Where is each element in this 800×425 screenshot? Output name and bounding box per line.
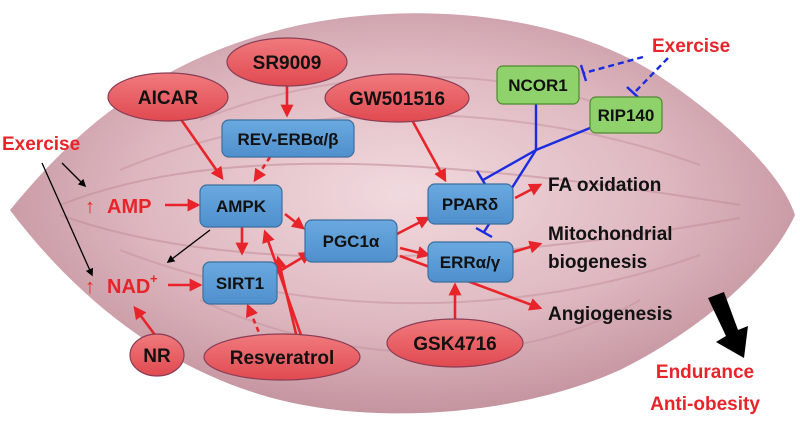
box-pgc1a: PGC1α: [304, 219, 398, 263]
drug-aicar: AICAR: [107, 72, 229, 122]
box-ppard-label: PPARδ: [442, 195, 498, 214]
inhibit-exercise-ncor1-bar: [579, 64, 588, 82]
arrow-ampk-nad: [166, 229, 211, 263]
box-sirt1-label: SIRT1: [216, 274, 264, 293]
outcome-angiogenesis: Angiogenesis: [548, 304, 673, 325]
arrow-reverb-ampk: [253, 156, 272, 183]
box-sirt1: SIRT1: [202, 261, 278, 305]
outcome-mito-line2: biogenesis: [548, 252, 647, 273]
nad-label: NAD: [107, 276, 150, 298]
drug-sr9009-label: SR9009: [253, 53, 322, 74]
arrow-exercise-nad: [41, 162, 94, 277]
inhibit-exercise-rip140: [634, 57, 669, 93]
box-rip140-label: RIP140: [598, 106, 655, 125]
drug-sr9009: SR9009: [226, 37, 348, 87]
arrow-ppard-fa: [514, 183, 543, 200]
box-erra: ERRα/γ: [427, 241, 514, 283]
outcome-endurance: Endurance: [656, 362, 754, 383]
box-rip140: RIP140: [589, 96, 663, 134]
arrow-nr-nad: [133, 305, 157, 336]
outcome-mito-line1: Mitochondrial: [548, 224, 673, 245]
drug-resveratrol-label: Resveratrol: [230, 348, 335, 369]
inhibit-erra-bar: [475, 226, 493, 239]
box-ampk: AMPK: [199, 184, 283, 228]
drug-gw501516: GW501516: [324, 73, 470, 123]
black-arrows: [41, 162, 211, 277]
drug-gsk4716: GSK4716: [386, 318, 524, 368]
arrow-exercise-amp: [61, 162, 87, 188]
box-rev-erb-label: REV-ERBα/β: [237, 130, 338, 149]
arrow-pgc1a-ppard: [394, 216, 431, 237]
box-pgc1a-label: PGC1α: [323, 232, 380, 251]
arrow-ampk-pgc1a: [284, 212, 306, 230]
arrow-resveratrol-sirt1: [245, 303, 264, 341]
nad-superscript: +: [150, 271, 158, 286]
drug-nr-label: NR: [143, 346, 171, 367]
drug-gsk4716-label: GSK4716: [413, 334, 496, 355]
amp-label: AMP: [107, 196, 151, 218]
exercise-left-label: Exercise: [2, 134, 80, 155]
arrow-gw501516-ppard: [410, 119, 447, 183]
box-rev-erb: REV-ERBα/β: [221, 119, 355, 158]
box-ppard: PPARδ: [427, 183, 514, 225]
big-down-arrow: [708, 292, 748, 358]
amp-up-arrow: ↑: [85, 196, 95, 218]
inhibit-ppard: [482, 148, 537, 182]
box-erra-label: ERRα/γ: [440, 253, 501, 272]
inhibit-exercise-ncor1: [583, 55, 644, 75]
box-ncor1: NCOR1: [496, 65, 580, 105]
box-ampk-label: AMPK: [216, 197, 267, 216]
drug-gw501516-label: GW501516: [349, 89, 445, 110]
drug-resveratrol: Resveratrol: [203, 333, 361, 381]
drug-nr: NR: [129, 333, 185, 377]
nad-up-arrow: ↑: [85, 276, 95, 298]
arrow-erra-mito: [512, 240, 543, 254]
box-ncor1-label: NCOR1: [508, 76, 568, 95]
arrow-resveratrol-pgc1a: [274, 255, 299, 339]
arrow-pgc1a-erra: [399, 246, 431, 259]
outcome-anti-obesity: Anti-obesity: [650, 394, 760, 415]
drug-aicar-label: AICAR: [138, 88, 198, 109]
outcome-fa-oxidation: FA oxidation: [548, 175, 661, 196]
exercise-right-label: Exercise: [652, 36, 730, 57]
arrow-aicar-ampk: [178, 117, 224, 181]
corepressor-merge-rip140: [535, 126, 591, 152]
